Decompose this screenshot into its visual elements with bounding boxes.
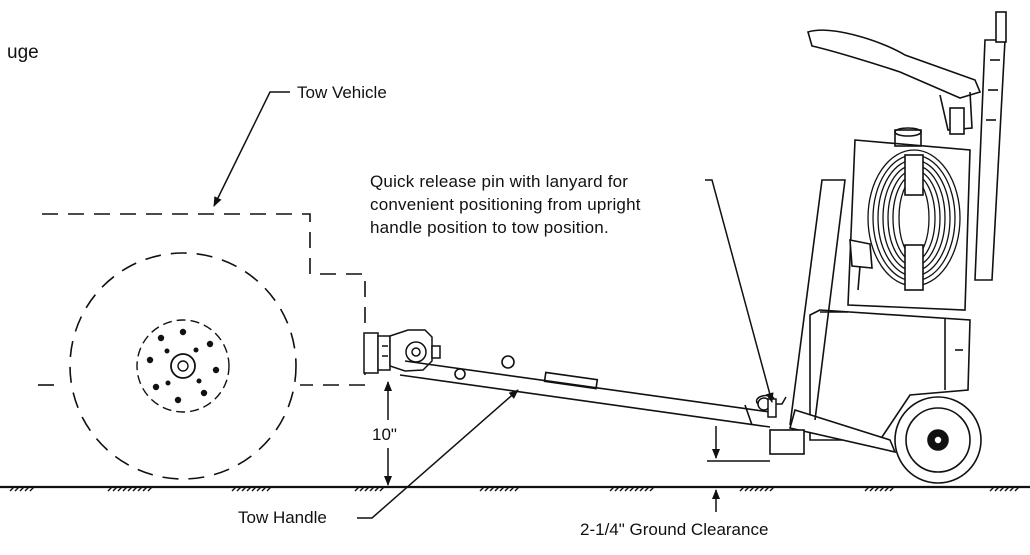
tow-handle-bar — [399, 355, 771, 428]
vehicle-wheel-outline — [69, 252, 297, 480]
tow-vehicle-outline — [38, 213, 366, 480]
note-line-1: Quick release pin with lanyard for — [370, 172, 629, 191]
height-dimension-label: 10" — [372, 425, 397, 444]
clearance-dimension-arrows — [707, 426, 770, 512]
note-line-2: convenient positioning from upright — [370, 195, 641, 214]
quick-release-leader — [705, 179, 774, 403]
hitch-coupler — [363, 329, 441, 374]
vehicle-wheel-hub — [136, 319, 230, 413]
machine-wheel — [894, 396, 982, 484]
ground-clearance-label: 2-1/4" Ground Clearance — [580, 520, 769, 539]
quick-release-note: Quick release pin with lanyard for conve… — [370, 170, 641, 239]
tow-vehicle-label: Tow Vehicle — [297, 83, 387, 102]
lug-nuts — [146, 328, 220, 404]
tow-handle-leader — [357, 389, 519, 519]
ground-line — [0, 485, 1030, 492]
note-line-3: handle position to tow position. — [370, 218, 609, 237]
tow-handle-label: Tow Handle — [238, 508, 327, 527]
ground-hatching — [9, 486, 1020, 492]
machine-body — [769, 11, 1007, 455]
partial-title-text: uge — [7, 42, 39, 63]
tow-vehicle-leader — [213, 91, 290, 207]
